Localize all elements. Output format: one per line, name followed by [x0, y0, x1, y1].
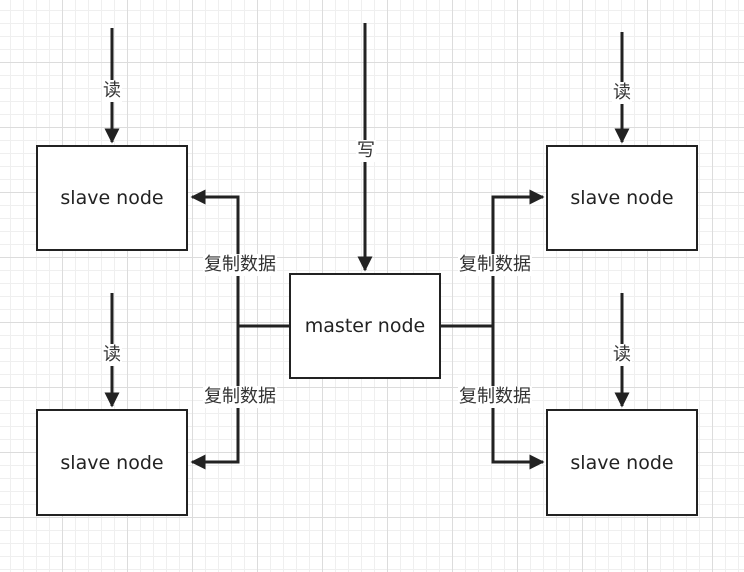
master-node: master node	[289, 273, 441, 379]
read-label-top-left: 读	[102, 80, 122, 102]
slave-node-bottom-left: slave node	[36, 409, 188, 516]
replicate-label-bottom-right: 复制数据	[458, 386, 532, 408]
write-label: 写	[356, 140, 376, 162]
read-label-bottom-left: 读	[102, 344, 122, 366]
read-label-bottom-right: 读	[612, 344, 632, 366]
replicate-label-bottom-left: 复制数据	[203, 386, 277, 408]
read-label-top-right: 读	[612, 82, 632, 104]
replicate-label-top-left: 复制数据	[203, 254, 277, 276]
replicate-arrow-top-left	[190, 189, 240, 326]
slave-node-top-left: slave node	[36, 145, 188, 251]
slave-node-top-right: slave node	[546, 145, 698, 251]
replicate-arrow-top-right	[491, 189, 545, 326]
replicate-label-top-right: 复制数据	[458, 254, 532, 276]
replicate-arrow-bottom-left	[190, 326, 240, 470]
slave-node-bottom-right: slave node	[546, 409, 698, 516]
replicate-arrow-bottom-right	[491, 326, 545, 470]
